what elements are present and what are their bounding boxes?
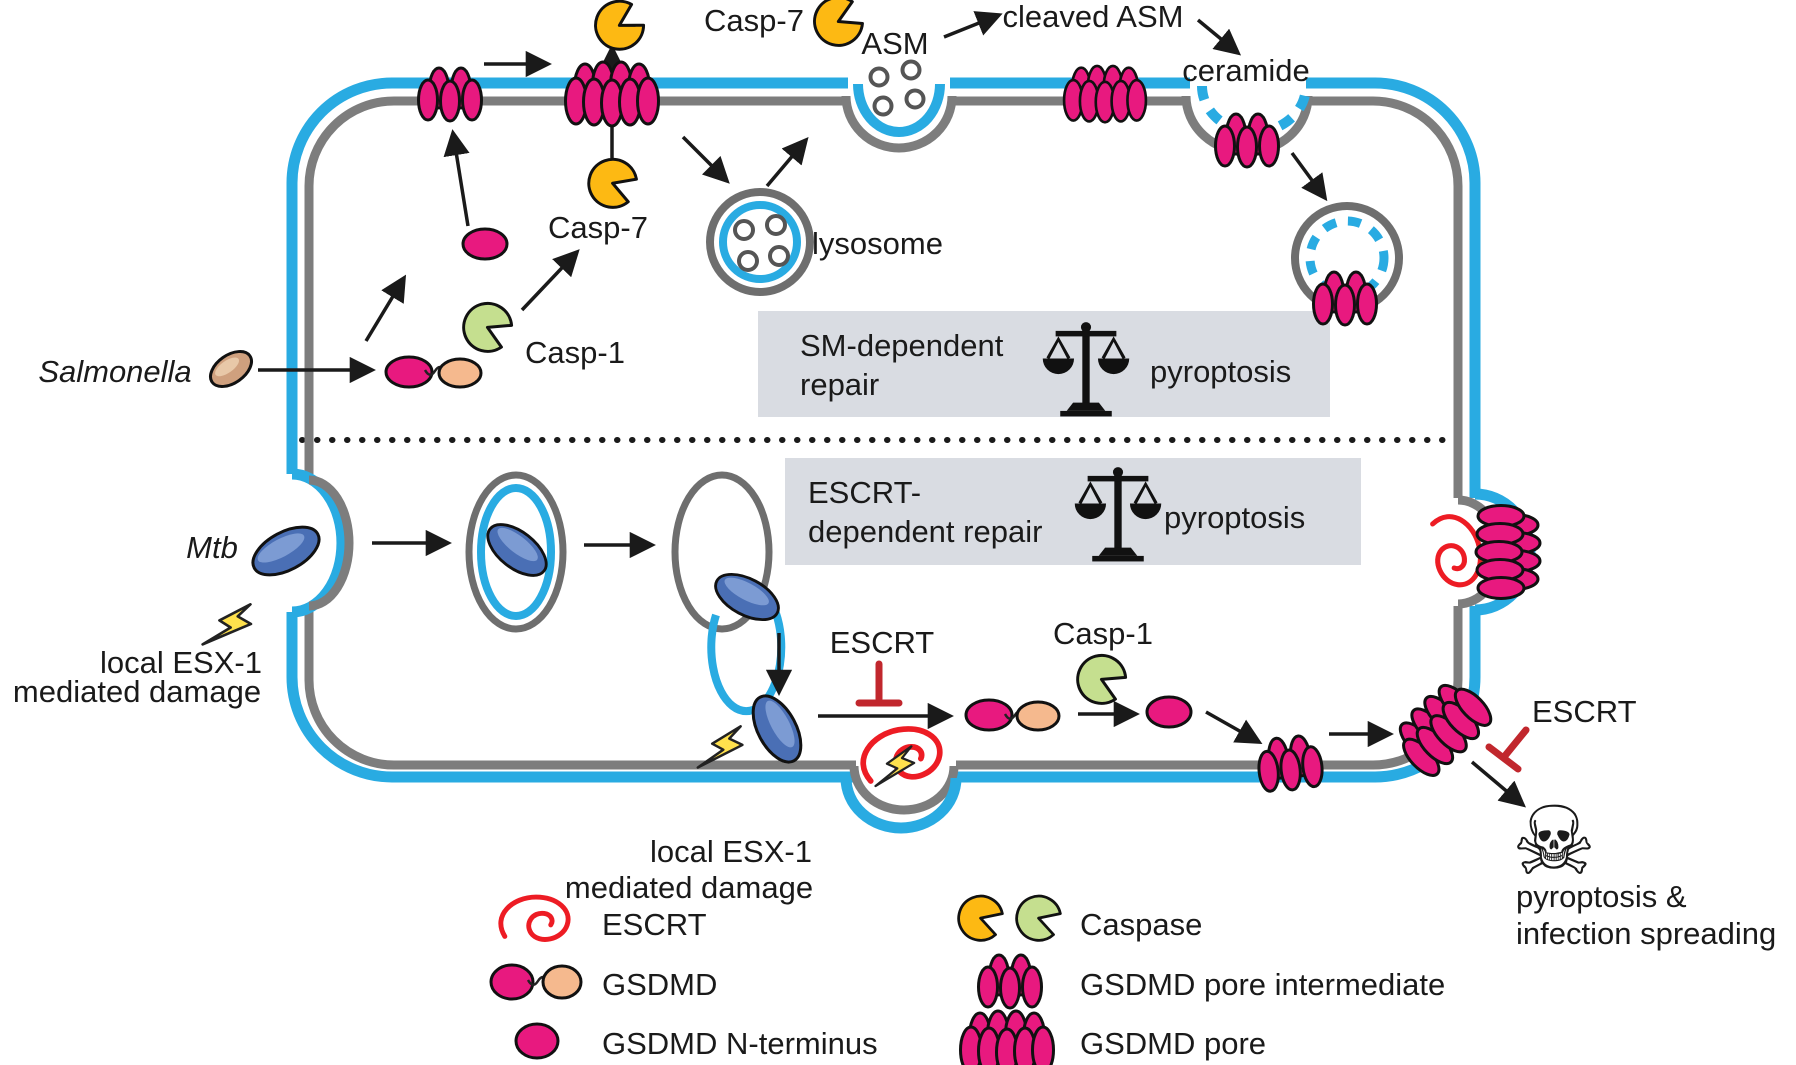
lysosome — [706, 188, 814, 296]
escrt-box-outcome: pyroptosis — [1164, 500, 1305, 535]
cleaved-asm-label: cleaved ASM — [1003, 0, 1184, 34]
salmonella-label: Salmonella — [38, 354, 191, 389]
legend: ESCRT GSDMD GSDMD N-terminus Caspase GSD… — [489, 889, 1445, 1065]
sm-box-outcome: pyroptosis — [1150, 354, 1291, 389]
legend-gsdmd-icon — [489, 963, 583, 1001]
gsdmd-pore-top — [564, 60, 660, 128]
escrt-inhibition-mid — [855, 660, 903, 707]
legend-pore-label: GSDMD pore — [1080, 1026, 1266, 1061]
gsdmd-pore-removal — [1062, 64, 1148, 124]
gsdmd-full-lower — [964, 698, 1061, 732]
lysosome-label: lysosome — [812, 226, 943, 261]
lysosome-exocytosis-pit — [841, 59, 957, 153]
cell-membrane — [286, 77, 1481, 783]
escrt-repair-box — [785, 458, 1361, 565]
legend-gsdmd-label: GSDMD — [602, 967, 717, 1002]
escrt-box-line2: dependent repair — [808, 514, 1042, 549]
esx1-left-line2: mediated damage — [13, 674, 261, 709]
caspase-7-asm-icon — [805, 0, 870, 55]
casp1-lower-label: Casp-1 — [1053, 616, 1153, 651]
legend-pore-intermediate-label: GSDMD pore intermediate — [1080, 967, 1445, 1002]
mtb-label: Mtb — [186, 530, 238, 565]
caspase-1-upper-icon — [454, 294, 519, 360]
skull-icon: ☠ — [1511, 789, 1596, 895]
legend-caspase-yellow-icon — [951, 889, 1008, 947]
mtb-bacterium-cytosol — [741, 686, 813, 772]
pathway-arrows — [258, 11, 1527, 808]
legend-caspase-green-icon — [1009, 889, 1066, 947]
esx1-bottom-line2: mediated damage — [565, 870, 813, 905]
legend-caspase-label: Caspase — [1080, 907, 1202, 942]
released-asm-granules — [868, 59, 926, 117]
casp7-mid-label: Casp-7 — [548, 210, 648, 245]
outcome-line2: infection spreading — [1516, 916, 1776, 951]
escrt-box-line1: ESCRT- — [808, 475, 921, 510]
escrt-inhibition-right — [1485, 726, 1530, 773]
casp7-top-label: Casp-7 — [704, 3, 804, 38]
legend-n-terminus-icon — [514, 1022, 560, 1060]
gsdmd-pore-right-bulge — [1474, 504, 1542, 600]
escrt-mid-label: ESCRT — [830, 625, 935, 660]
gsdmd-pore-intermediate-ceramide-pit — [1214, 112, 1280, 169]
gsdmd-full-upper — [384, 355, 483, 389]
sm-box-line2: repair — [800, 367, 879, 402]
caspase-7-released-icon — [585, 0, 652, 60]
esx1-bottom-line1: local ESX-1 — [650, 834, 812, 869]
gsdmd-pore-intermediate-bottom — [1254, 732, 1326, 795]
casp1-upper-label: Casp-1 — [525, 335, 625, 370]
legend-pore-intermediate-icon — [977, 953, 1043, 1010]
caspase-7-cytosol-icon — [580, 151, 643, 215]
asm-label: ASM — [861, 26, 928, 61]
ceramide-label: ceramide — [1182, 53, 1310, 88]
caspase-1-lower-icon — [1068, 646, 1133, 712]
sm-box-line1: SM-dependent — [800, 328, 1004, 363]
legend-escrt-label: ESCRT — [602, 907, 707, 942]
outcome-line1: pyroptosis & — [1516, 879, 1687, 914]
escrt-right-label: ESCRT — [1532, 694, 1637, 729]
gsdmd-n-terminus-lower — [1145, 695, 1193, 729]
legend-n-terminus-label: GSDMD N-terminus — [602, 1026, 878, 1061]
legend-pore-icon — [959, 1009, 1055, 1065]
gsdmd-pore-corner — [1385, 670, 1500, 785]
gsdmd-pore-intermediate-top — [417, 66, 483, 123]
salmonella-bacterium — [209, 350, 253, 388]
legend-escrt-icon — [501, 897, 568, 939]
gsdmd-n-terminus-upper — [461, 227, 509, 261]
esx1-left-line1: local ESX-1 — [100, 645, 262, 680]
